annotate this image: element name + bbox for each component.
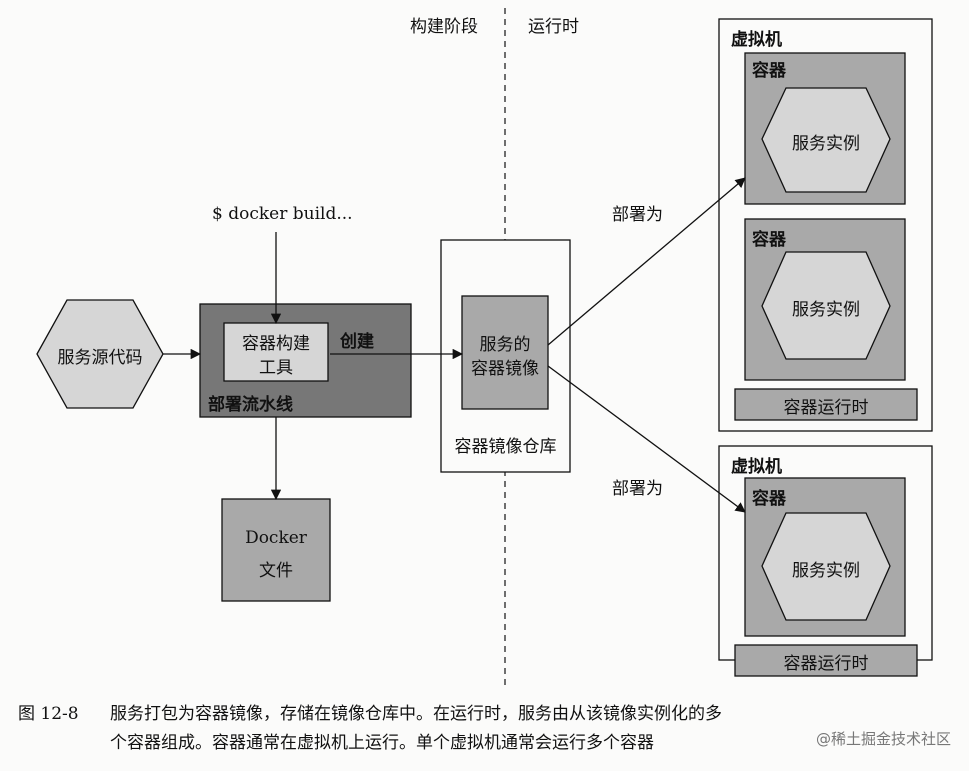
arrow-image-to-vm1	[547, 177, 746, 346]
figure-caption: 图 12-8 服务打包为容器镜像，存储在镜像仓库中。在运行时，服务由从该镜像实例化…	[18, 700, 948, 758]
vm1-container2-service-hexagon	[761, 251, 891, 360]
diagram-canvas	[36, 8, 933, 685]
pipeline-label: 部署流水线	[208, 395, 293, 415]
create-label: 创建	[340, 332, 374, 352]
dockerfile-label-line1: Docker	[245, 528, 307, 548]
vm2-title: 虚拟机	[731, 457, 782, 477]
dockerfile-label-line2: 文件	[259, 561, 293, 581]
image-label-line2: 容器镜像	[471, 359, 539, 379]
vm1-runtime-box	[734, 388, 918, 421]
caption-text-line1: 服务打包为容器镜像，存储在镜像仓库中。在运行时，服务由从该镜像实例化的多	[110, 704, 722, 724]
deploy-as-label-2: 部署为	[612, 479, 663, 499]
vm1-container1-title: 容器	[752, 61, 786, 81]
vm2-container-service-label: 服务实例	[792, 561, 860, 581]
docker-build-command: $ docker build...	[212, 204, 353, 224]
vm1-container1-service-label: 服务实例	[792, 134, 860, 154]
vm1-container2-service-label: 服务实例	[792, 300, 860, 320]
build-tool-label-line2: 工具	[259, 358, 293, 378]
caption-text-line2: 个容器组成。容器通常在虚拟机上运行。单个虚拟机通常会运行多个容器	[110, 733, 654, 753]
image-box	[461, 295, 549, 410]
registry-label: 容器镜像仓库	[454, 437, 557, 457]
vm1-title: 虚拟机	[731, 30, 782, 50]
image-label-line1: 服务的	[479, 335, 531, 355]
vm1-container2-title: 容器	[752, 230, 786, 250]
runtime-phase-label: 运行时	[528, 17, 579, 37]
vm2-container-title: 容器	[752, 489, 786, 509]
source-code-label: 服务源代码	[57, 348, 143, 368]
vm1-runtime-label: 容器运行时	[783, 398, 869, 418]
deploy-as-label-1: 部署为	[612, 205, 663, 225]
dockerfile-box	[221, 498, 331, 602]
build-phase-label: 构建阶段	[410, 17, 478, 37]
build-tool-label-line1: 容器构建	[242, 334, 310, 354]
caption-figure-number: 图 12-8	[18, 704, 79, 724]
vm1-container1-service-hexagon	[761, 87, 891, 193]
vm2-runtime-box	[734, 644, 918, 677]
caption-line1: 图 12-8 服务打包为容器镜像，存储在镜像仓库中。在运行时，服务由从该镜像实例化…	[18, 700, 948, 729]
vm2-container-service-hexagon	[761, 512, 891, 621]
build-tool-box	[223, 322, 329, 382]
arrow-image-to-vm2	[547, 365, 746, 513]
watermark: @稀土掘金技术社区	[815, 730, 951, 748]
vm2-runtime-label: 容器运行时	[783, 654, 869, 674]
